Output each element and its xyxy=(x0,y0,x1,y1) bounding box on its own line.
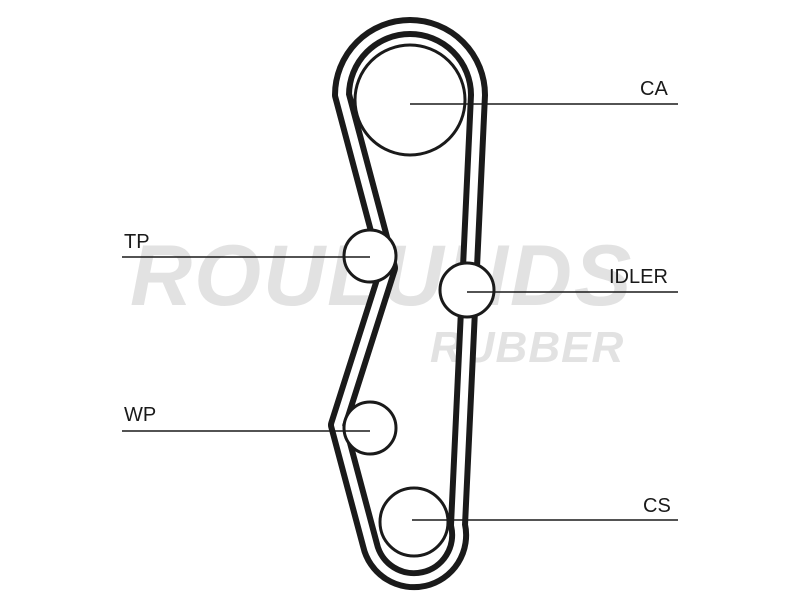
pulleys xyxy=(342,43,496,558)
label-idler: IDLER xyxy=(609,266,668,288)
belt-inner xyxy=(334,23,482,585)
idler-pulley xyxy=(438,261,496,319)
water-pump-pulley xyxy=(342,400,398,456)
label-ca: CA xyxy=(640,78,668,100)
timing-belt xyxy=(328,17,488,591)
leader-lines xyxy=(122,103,678,521)
tensioner-pulley xyxy=(342,228,398,284)
label-tp: TP xyxy=(124,231,150,253)
labels: CA TP IDLER WP CS xyxy=(124,78,671,517)
label-wp: WP xyxy=(124,404,156,426)
crankshaft-pulley xyxy=(378,486,450,558)
camshaft-pulley xyxy=(353,43,467,157)
label-cs: CS xyxy=(643,495,671,517)
